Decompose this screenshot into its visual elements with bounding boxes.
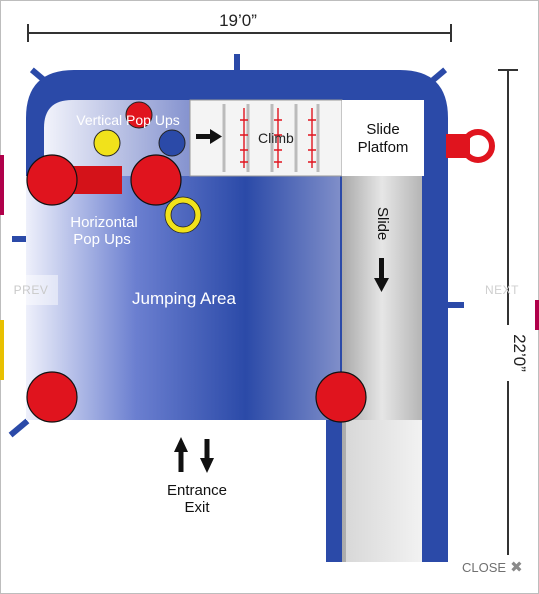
exit-label: Exit <box>184 499 210 516</box>
entrance-label: Entrance <box>167 482 227 499</box>
background-accent-left <box>0 155 4 215</box>
next-button[interactable]: NEXT <box>484 283 519 297</box>
blower-tube <box>446 129 495 163</box>
horizontal-pop-ups-label-line1: Horizontal <box>70 214 138 231</box>
climb-arrow-icon <box>196 129 222 144</box>
slide-arrow-icon <box>374 258 389 292</box>
close-label: CLOSE <box>462 560 507 575</box>
horizontal-pop-up-tube <box>70 166 122 194</box>
climb-holds <box>240 108 316 168</box>
width-dimension-label: 19’0” <box>219 11 257 30</box>
slide-platform <box>342 100 424 176</box>
prev-button[interactable]: PREV <box>4 275 58 305</box>
vertical-pop-up-red <box>125 101 153 129</box>
background-accent-left-2 <box>0 320 4 380</box>
slide-label: Slide <box>374 207 391 240</box>
climb-bars <box>222 104 320 172</box>
pillar-top-middle <box>130 154 182 206</box>
vertical-pop-up-blue <box>158 129 186 157</box>
jumping-area-label: Jumping Area <box>132 289 236 308</box>
pillar-bottom-left <box>26 371 78 423</box>
jumping-area-floor <box>26 176 340 420</box>
slide-platform-label-line1: Slide <box>366 121 399 138</box>
height-dimension: 22’0” <box>498 69 529 563</box>
vertical-pop-up-yellow <box>93 129 121 157</box>
entrance-arrow-icon <box>174 437 188 472</box>
slide-platform-label-line2: Platfom <box>358 139 409 156</box>
height-dimension-label: 22’0” <box>510 334 529 372</box>
close-icon: ✖ <box>510 559 523 576</box>
pillar-top-left <box>26 154 78 206</box>
background-accent-right <box>535 300 539 330</box>
horizontal-pop-up-ring <box>165 197 201 233</box>
vertical-pop-ups-label: Vertical Pop Ups <box>76 112 180 128</box>
pillar-bottom-right <box>315 371 367 423</box>
width-dimension: 19’0” <box>27 8 452 42</box>
close-button[interactable]: CLOSE ✖ <box>456 555 529 581</box>
exit-arrow-icon <box>200 439 214 473</box>
slide-exit-lane <box>346 420 422 562</box>
climb-label: Climb <box>258 130 294 146</box>
horizontal-pop-ups-label-line2: Pop Ups <box>73 231 131 248</box>
